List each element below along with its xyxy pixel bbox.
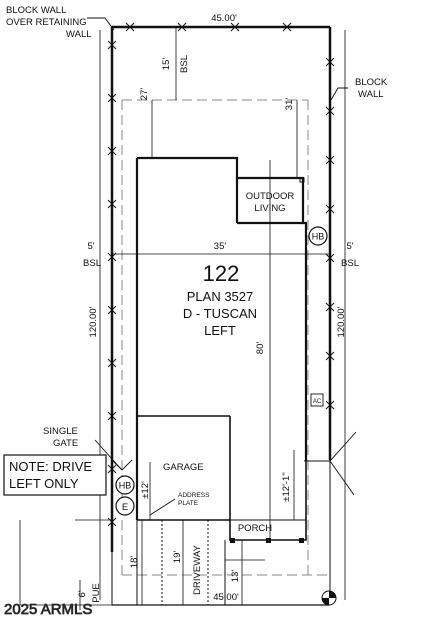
wall-x-mark xyxy=(230,22,240,32)
dim-house-depth: 80' xyxy=(255,342,266,355)
ac-unit-label: AC xyxy=(313,399,322,405)
driveway xyxy=(136,520,226,605)
wall-x-mark xyxy=(177,22,187,32)
dim-house-width: 35' xyxy=(214,241,227,252)
block-wall-callout: BLOCK WALL xyxy=(355,77,388,100)
corner-monument-icon xyxy=(321,590,337,606)
callout-line-3: WALL xyxy=(66,29,92,40)
callout-line-1: BLOCK WALL xyxy=(6,5,66,16)
wall-x-mark xyxy=(325,351,335,361)
outdoor-living-line-1: OUTDOOR xyxy=(246,191,295,202)
hose-bib-rear: HB xyxy=(308,226,328,246)
ac-unit: AC xyxy=(310,393,324,407)
dim-lot-depth-right: 120.00' xyxy=(336,306,347,337)
electric-meter: E xyxy=(115,496,135,516)
hose-bib-rear-label: HB xyxy=(312,232,325,242)
dim-rear-setback: 15' xyxy=(161,58,172,71)
wall-x-mark xyxy=(107,40,117,50)
wall-x-mark xyxy=(282,22,292,32)
dim-31: 31' xyxy=(284,98,295,111)
wall-x-mark xyxy=(325,57,335,67)
address-plate-line-1: ADDRESS xyxy=(178,492,210,499)
leader-lines xyxy=(87,17,357,516)
bsl-right: BSL xyxy=(341,258,359,269)
wall-x-mark xyxy=(107,464,117,474)
wall-x-mark xyxy=(325,204,335,214)
dim-side-right: 5' xyxy=(346,241,353,252)
porch-posts xyxy=(230,177,305,543)
wall-x-mark xyxy=(107,199,117,209)
wall-x-mark xyxy=(107,305,117,315)
driveway-label: DRIVEWAY xyxy=(192,545,203,595)
dim-front-13: 13' xyxy=(230,570,241,583)
address-plate-callout: ADDRESS PLATE xyxy=(178,492,210,507)
dim-garage-offset: ±12' xyxy=(140,481,151,499)
dimension-lines xyxy=(19,28,346,610)
plan-elevation: D - TUSCAN xyxy=(183,306,257,321)
wall-x-mark xyxy=(125,22,135,32)
single-gate-callout: SINGLE GATE xyxy=(43,426,78,449)
dim-27: 27' xyxy=(139,88,150,101)
dim-rear-bsl: BSL xyxy=(179,55,190,73)
setback-lines xyxy=(121,99,330,576)
wall-x-mark xyxy=(325,106,335,116)
wall-x-mark xyxy=(107,517,117,527)
note-line-1: NOTE: DRIVE xyxy=(9,459,92,474)
bsl-left: BSL xyxy=(83,258,101,269)
dim-top-width: 45.00' xyxy=(211,13,237,24)
dim-porch-offset: ±12'-1" xyxy=(281,472,292,501)
garage-label: GARAGE xyxy=(163,462,204,473)
block-wall-line-1: BLOCK xyxy=(355,77,388,88)
wall-x-mark xyxy=(325,155,335,165)
dim-front-18: 18' xyxy=(129,556,140,569)
lot-number: 122 xyxy=(203,261,240,286)
wall-markers xyxy=(107,22,335,527)
outdoor-living-line-2: LIVING xyxy=(254,203,285,214)
wall-x-mark xyxy=(325,302,335,312)
single-gate-line-1: SINGLE xyxy=(43,426,78,437)
dim-bottom-width: 45.00' xyxy=(213,592,239,603)
wall-x-mark xyxy=(107,411,117,421)
lot-boundary xyxy=(110,25,332,606)
single-gate-line-2: GATE xyxy=(53,438,78,449)
pue-label: PUE xyxy=(91,583,102,603)
hose-bib-front: HB xyxy=(115,475,135,495)
dim-lot-depth-left: 120.00' xyxy=(88,306,99,337)
callout-line-2: OVER RETAINING xyxy=(6,17,87,28)
electric-meter-label: E xyxy=(122,502,128,513)
address-plate-line-2: PLATE xyxy=(178,500,199,507)
outdoor-living-label: OUTDOOR LIVING xyxy=(246,191,295,214)
dim-front-19: 19' xyxy=(172,551,183,564)
block-wall-retaining-callout: BLOCK WALL OVER RETAINING WALL xyxy=(6,5,92,40)
wall-x-mark xyxy=(325,400,335,410)
wall-x-mark xyxy=(107,146,117,156)
wall-x-mark xyxy=(107,358,117,368)
plan-name: PLAN 3527 xyxy=(187,289,254,304)
wall-x-mark xyxy=(107,93,117,103)
hose-bib-front-label: HB xyxy=(119,481,132,491)
watermark: 2025 ARMLS xyxy=(4,601,92,618)
block-wall-line-2: WALL xyxy=(358,89,384,100)
wall-x-mark xyxy=(325,253,335,263)
porch-label: PORCH xyxy=(238,523,272,534)
drive-note: NOTE: DRIVE LEFT ONLY xyxy=(3,454,107,496)
plan-orientation: LEFT xyxy=(204,323,236,338)
dim-pue: 6' xyxy=(77,590,88,597)
note-line-2: LEFT ONLY xyxy=(9,476,79,491)
dim-side-left: 5' xyxy=(87,241,94,252)
